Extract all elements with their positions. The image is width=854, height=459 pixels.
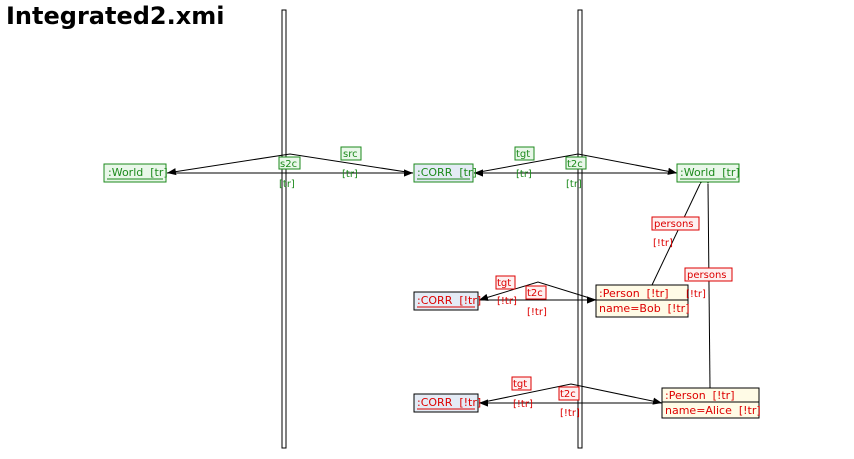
edge-t2c-alice — [478, 383, 663, 405]
edge-t2c-main — [473, 153, 678, 175]
edge-label-s2c-main: s2c — [278, 156, 301, 170]
edge-t2c-main-name: t2c — [567, 159, 583, 170]
edge-label-tgt-bob: tgt — [495, 275, 516, 290]
edge-t2c-alice-name: t2c — [560, 389, 576, 400]
lane-separator-right — [577, 9, 583, 449]
node-person-bob[interactable]: :Person [!tr] name=Bob [!tr] — [595, 284, 690, 318]
node-corr-alice-label: :CORR [!tr] — [417, 396, 481, 409]
edge-tgt-bob-name: tgt — [497, 278, 511, 289]
edge-tgt-alice-name: tgt — [513, 379, 527, 390]
node-corr-bob[interactable]: :CORR [!tr] — [413, 291, 481, 311]
edge-tgt-main-status: [tr] — [516, 169, 532, 180]
edge-t2c-main-status: [tr] — [566, 179, 582, 190]
edge-label-src-main: src — [340, 146, 362, 161]
edge-persons-bob — [651, 171, 707, 286]
edge-persons-bob-status: [!tr] — [653, 238, 673, 249]
diagram-title: Integrated2.xmi — [6, 2, 225, 30]
node-corr-alice[interactable]: :CORR [!tr] — [413, 393, 481, 413]
node-world-source-label: :World [tr] — [108, 166, 168, 179]
edge-persons-alice — [704, 170, 712, 389]
edge-src-main-status: [tr] — [342, 169, 358, 180]
edge-tgt-bob — [478, 281, 597, 301]
edge-s2c-main-name: s2c — [280, 159, 297, 170]
edge-t2c-bob-status: [!tr] — [527, 307, 547, 318]
edge-persons-alice-name: persons — [687, 270, 727, 281]
node-person-alice[interactable]: :Person [!tr] name=Alice [!tr] — [661, 387, 761, 419]
edge-label-t2c-alice: t2c — [558, 386, 580, 401]
edge-src-main-name: src — [343, 149, 358, 160]
node-world-target-label: :World [tr] — [680, 166, 740, 179]
node-corr-main[interactable]: :CORR [tr] — [413, 163, 477, 183]
edge-t2c-alice-status: [!tr] — [560, 408, 580, 419]
edge-tgt-main-name: tgt — [516, 149, 530, 160]
node-world-source[interactable]: :World [tr] — [103, 163, 168, 183]
edge-t2c-bob-name: t2c — [527, 288, 543, 299]
node-person-bob-label: :Person [!tr] — [599, 287, 669, 300]
node-person-alice-attr: name=Alice [!tr] — [665, 404, 761, 417]
node-corr-bob-label: :CORR [!tr] — [417, 294, 481, 307]
edge-persons-alice-status: [!tr] — [686, 289, 706, 300]
edge-persons-bob-name: persons — [654, 219, 694, 230]
lane-separator-left — [281, 9, 287, 449]
edge-label-tgt-main: tgt — [514, 146, 535, 161]
edge-s2c-main — [166, 153, 414, 176]
node-corr-main-label: :CORR [tr] — [417, 166, 477, 179]
edge-tgt-bob-status: [!tr] — [497, 296, 517, 307]
node-person-bob-attr: name=Bob [!tr] — [599, 302, 690, 315]
edge-tgt-alice-status: [!tr] — [513, 399, 533, 410]
node-person-alice-label: :Person [!tr] — [665, 389, 735, 402]
edge-s2c-main-status: [tr] — [279, 179, 295, 190]
node-world-target[interactable]: :World [tr] — [676, 163, 740, 183]
edge-label-t2c-main: t2c — [565, 156, 587, 170]
edge-label-persons-alice: persons — [684, 267, 733, 282]
edge-label-persons-bob: persons — [651, 216, 700, 231]
edge-label-t2c-bob: t2c — [525, 285, 547, 300]
edge-label-tgt-alice: tgt — [511, 376, 532, 391]
